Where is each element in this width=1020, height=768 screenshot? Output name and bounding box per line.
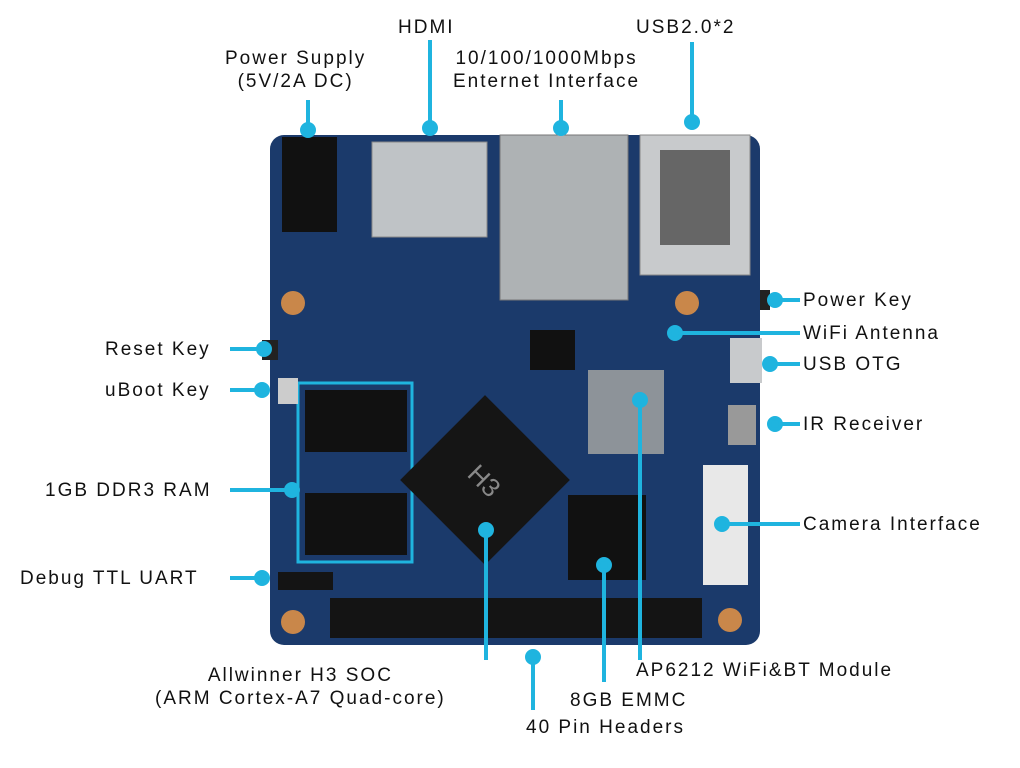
callout-lines — [230, 40, 800, 710]
usb-label: USB2.0*2 — [636, 17, 736, 38]
usb-slot — [660, 150, 730, 245]
ethernet-port — [499, 134, 629, 301]
emmc-label: 8GB EMMC — [570, 690, 688, 711]
soc-label: Allwinner H3 SOC(ARM Cortex-A7 Quad-core… — [155, 665, 446, 709]
mount-hole — [281, 291, 305, 315]
chip-small — [530, 330, 575, 370]
hdmi-port — [371, 141, 488, 238]
uboot-button — [278, 378, 298, 404]
mount-hole — [718, 608, 742, 632]
power-supply-label: Power Supply(5V/2A DC) — [225, 48, 367, 92]
wifi-antenna-label: WiFi Antenna — [803, 323, 940, 344]
wifi-module — [588, 370, 664, 454]
reset-key-label: Reset Key — [105, 339, 211, 360]
uart-label: Debug TTL UART — [20, 568, 199, 589]
camera-label: Camera Interface — [803, 514, 982, 535]
ram-chip — [305, 493, 407, 555]
wifi-module-label: AP6212 WiFi&BT Module — [636, 660, 894, 681]
power-key-label: Power Key — [803, 290, 913, 311]
usb-otg-port — [730, 338, 762, 383]
mount-hole — [281, 610, 305, 634]
hdmi-label: HDMI — [398, 17, 455, 38]
uart-header — [278, 572, 333, 590]
power-button — [760, 290, 770, 310]
mount-hole — [675, 291, 699, 315]
ram-label: 1GB DDR3 RAM — [45, 480, 212, 501]
usb-otg-label: USB OTG — [803, 354, 903, 375]
ir-receiver — [728, 405, 756, 445]
pin-headers-label: 40 Pin Headers — [526, 717, 685, 738]
ir-receiver-label: IR Receiver — [803, 414, 925, 435]
ram-chip — [305, 390, 407, 452]
power-jack — [282, 137, 337, 232]
uboot-key-label: uBoot Key — [105, 380, 211, 401]
pin-header — [330, 598, 702, 638]
